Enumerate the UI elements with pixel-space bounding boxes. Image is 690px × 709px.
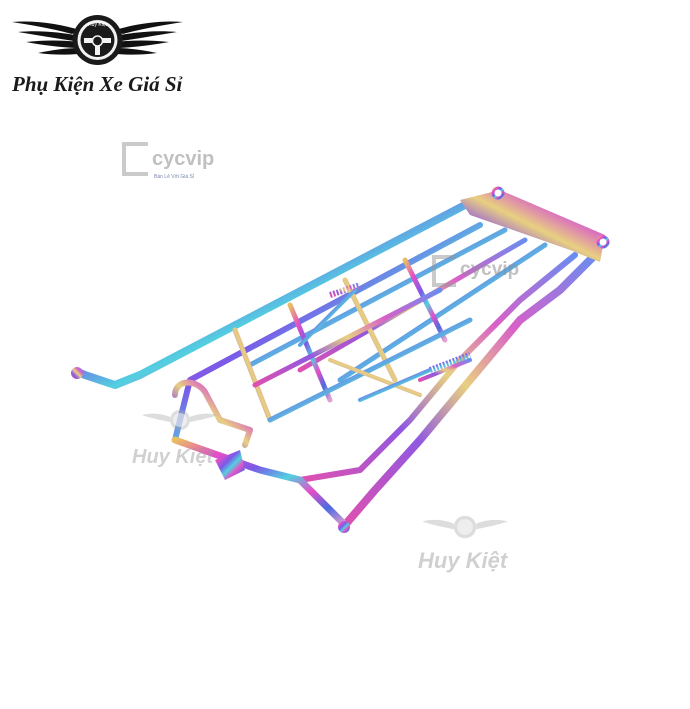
right-wing-icon [115,21,183,55]
watermark-cycvip-logo: cycvip [432,255,522,295]
brand-title: Phụ Kiện Xe Giá Sỉ [12,72,183,96]
watermark-cycvip: cycvip [460,259,520,280]
spring [428,352,472,373]
watermark-cycvip: cycvip [152,148,215,170]
cycvip-c-icon [432,255,456,287]
side-tab [215,450,245,480]
watermark-cycvip-sub: Bán Lẻ Với Giá Sỉ [154,174,194,180]
logo-badge-text: Huy Kiệt [88,22,108,28]
watermark-huy-kiet: Huy Kiệt [418,548,508,573]
left-wing-icon [12,21,80,55]
rack-frame [74,201,599,529]
tube-end-cap [338,521,350,533]
watermark-logo-icon [422,515,508,539]
cycvip-c-icon [122,142,148,176]
watermark-logo-icon [142,410,218,430]
brand-logo: Huy Kiệt [12,15,183,65]
watermark-cycvip-logo: cycvip Bán Lẻ Với Giá Sỉ [122,142,215,182]
watermark-huy-kiet: Huy Kiệt [132,446,214,468]
spring [329,282,361,298]
tube-end-cap [71,367,83,379]
steering-wheel-icon [72,15,123,65]
mounting-bracket [460,186,610,262]
